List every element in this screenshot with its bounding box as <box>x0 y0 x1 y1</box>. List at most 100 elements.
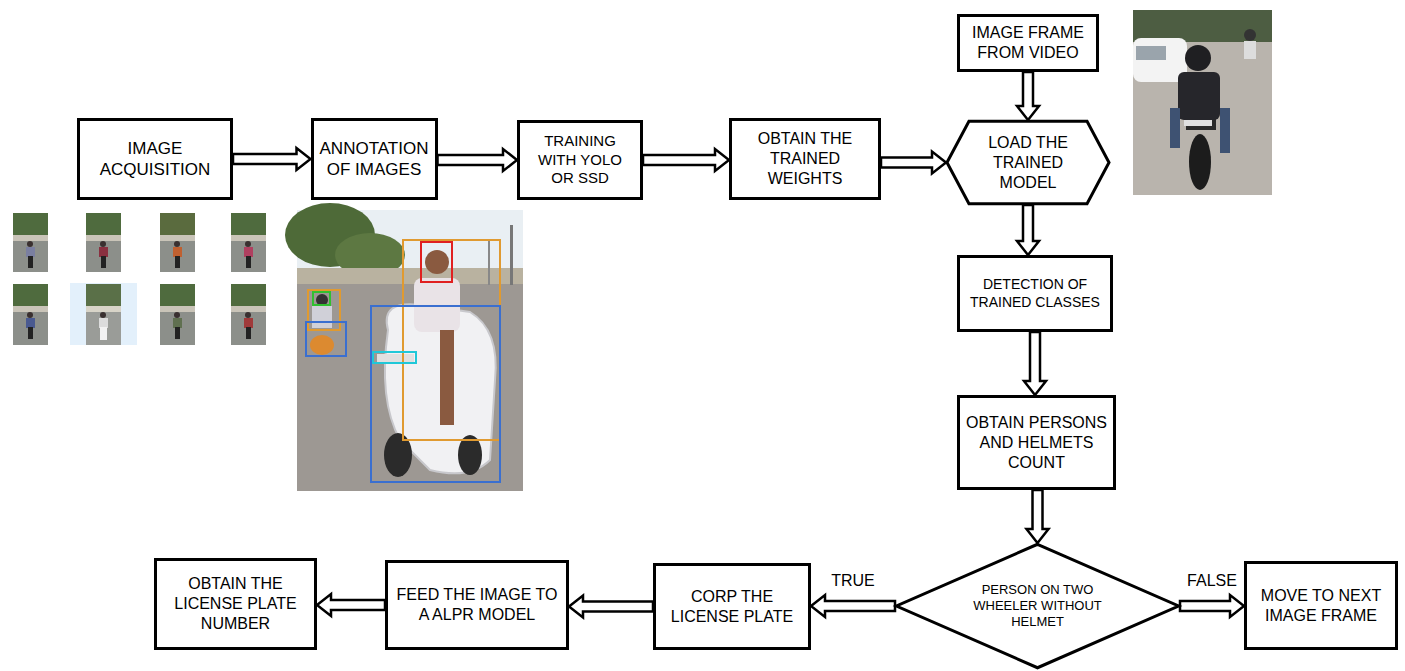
node-text: TRAINING WITH YOLO OR SSD <box>525 132 635 188</box>
node-text: OBTAIN THE TRAINED WEIGHTS <box>737 129 873 189</box>
block-arrow <box>233 148 311 170</box>
process-box: OBTAIN THE LICENSE PLATE NUMBER <box>154 558 317 650</box>
illustration-part <box>246 256 251 268</box>
illustration-part <box>231 284 266 345</box>
illustration-part <box>244 247 253 257</box>
illustration-part <box>1220 108 1230 153</box>
decision-diamond: PERSON ON TWO WHEELER WITHOUT HELMET <box>895 543 1180 669</box>
illustration-part <box>403 240 500 440</box>
illustration-part <box>86 284 121 345</box>
illustration-part <box>99 247 108 257</box>
illustration-part <box>173 247 182 257</box>
process-box: FEED THE IMAGE TO A ALPR MODEL <box>385 560 569 650</box>
illustration-part <box>99 318 108 328</box>
illustration-part <box>510 225 513 285</box>
illustration-part <box>440 330 454 425</box>
process-box: DETECTION OF TRAINED CLASSES <box>957 255 1113 332</box>
illustration-part <box>86 235 121 241</box>
illustration-part <box>27 241 33 247</box>
illustration-part <box>231 284 266 345</box>
illustration-part <box>100 327 107 340</box>
illustration-part <box>306 322 346 356</box>
illustration-part <box>28 256 33 268</box>
node-text: PERSON ON TWO WHEELER WITHOUT HELMET <box>955 582 1120 631</box>
training-thumbnails <box>13 213 266 345</box>
process-box: OBTAIN PERSONS AND HELMETS COUNT <box>957 395 1116 490</box>
illustration-part <box>28 327 33 339</box>
node-text: MOVE TO NEXT IMAGE FRAME <box>1252 586 1390 626</box>
node-text: LOAD THE TRAINED MODEL <box>973 133 1083 193</box>
node-text: IMAGE FRAME FROM VIDEO <box>965 23 1091 63</box>
illustration-part <box>1185 45 1211 71</box>
illustration-part <box>313 292 330 305</box>
illustration-part <box>421 242 452 282</box>
illustration-part <box>1244 29 1256 41</box>
illustration-part <box>101 256 106 268</box>
illustration-part <box>160 213 195 272</box>
illustration-part <box>160 284 195 345</box>
illustration-part <box>86 213 121 272</box>
block-arrow <box>1017 205 1039 255</box>
illustration-part <box>175 327 180 339</box>
process-box: ANNOTATION OF IMAGES <box>311 118 438 200</box>
illustration-part <box>312 306 332 328</box>
process-box: IMAGE FRAME FROM VIDEO <box>957 14 1099 72</box>
illustration-part <box>174 312 180 318</box>
block-arrow <box>1017 72 1039 120</box>
illustration-part <box>86 306 121 312</box>
process-box: TRAINING WITH YOLO OR SSD <box>517 120 643 200</box>
illustration-part <box>13 284 48 345</box>
illustration-part <box>13 235 48 241</box>
node-text: OBTAIN PERSONS AND HELMETS COUNT <box>965 413 1108 473</box>
block-arrow <box>438 149 518 171</box>
illustration-part <box>371 306 500 482</box>
node-text: ANNOTATION OF IMAGES <box>319 138 430 181</box>
illustration-part <box>231 213 266 235</box>
illustration-part <box>160 213 195 235</box>
illustration-part <box>160 213 195 272</box>
illustration-part <box>1178 72 1220 120</box>
illustration-part <box>173 318 182 328</box>
illustration-part <box>13 284 48 345</box>
illustration-part <box>231 284 266 306</box>
illustration-part <box>1170 108 1180 148</box>
node-text: DETECTION OF TRAINED CLASSES <box>965 276 1105 311</box>
edge-label: TRUE <box>829 572 877 590</box>
shape-outline <box>947 121 1109 203</box>
hexagon-node: LOAD THE TRAINED MODEL <box>946 120 1110 205</box>
block-arrow <box>317 594 385 616</box>
illustration-part <box>1244 41 1256 59</box>
illustration-part <box>245 312 251 318</box>
illustration-part <box>246 327 251 339</box>
block-arrow <box>1027 490 1049 543</box>
block-arrow <box>1180 595 1244 617</box>
illustration-part <box>231 306 266 312</box>
process-box: CORP THE LICENSE PLATE <box>653 563 811 650</box>
illustration-part <box>373 352 416 363</box>
illustration-part <box>231 213 266 272</box>
illustration-part <box>13 213 48 272</box>
illustration-part <box>160 284 195 345</box>
illustration-part <box>310 335 334 355</box>
illustration-part <box>26 247 35 257</box>
illustration-part <box>1136 46 1166 60</box>
illustration-part <box>1133 10 1272 42</box>
process-box: MOVE TO NEXT IMAGE FRAME <box>1244 561 1398 650</box>
shape-outline <box>896 544 1178 667</box>
video-frame-photo <box>1133 10 1272 195</box>
illustration-part <box>27 312 33 318</box>
process-box: IMAGE ACQUISITION <box>77 118 233 200</box>
illustration-part <box>231 235 266 241</box>
illustration-part <box>86 213 121 235</box>
illustration-part <box>86 284 121 306</box>
block-arrow <box>643 149 729 171</box>
illustration-part <box>86 284 121 345</box>
illustration-part <box>1189 134 1211 190</box>
illustration-part <box>13 284 48 306</box>
illustration-part <box>13 306 48 312</box>
illustration-part <box>26 318 35 328</box>
illustration-part <box>175 256 180 268</box>
illustration-part <box>308 290 340 330</box>
illustration-part <box>86 213 121 272</box>
